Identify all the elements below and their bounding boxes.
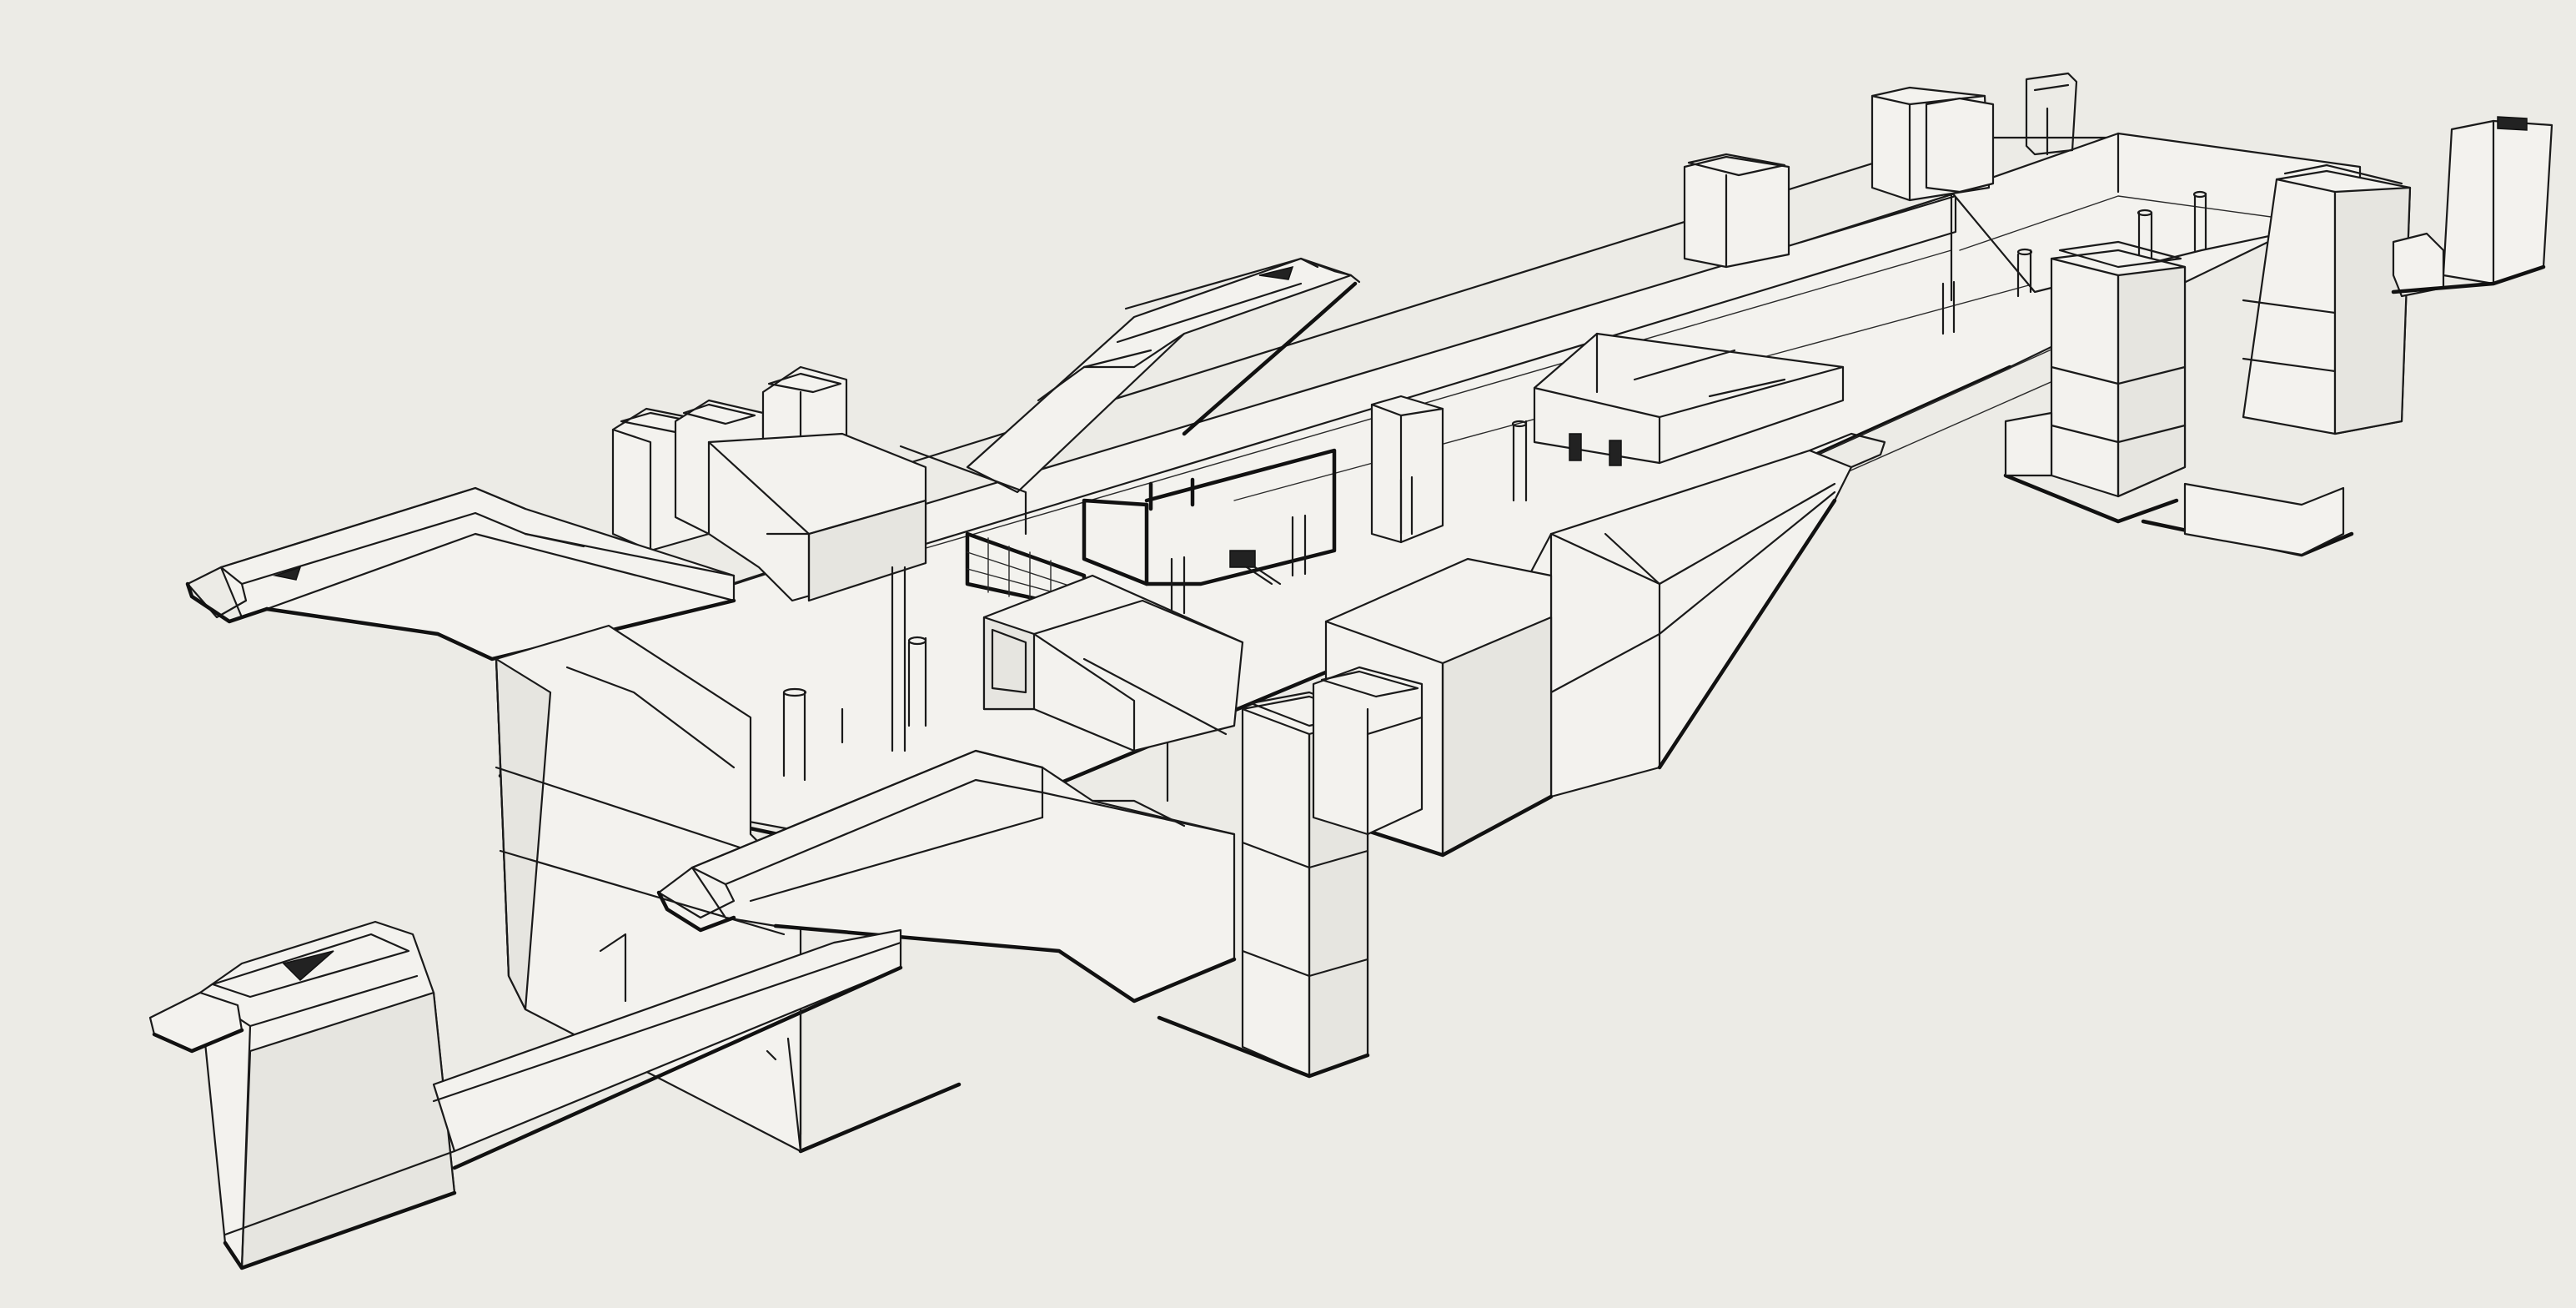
north-escalator [966, 257, 1361, 494]
east-ventilation-towers [2003, 116, 2553, 557]
south-passage [432, 928, 903, 1170]
central-vent-tower [1157, 666, 1424, 1079]
north-towers [1683, 72, 2078, 269]
south-escalator [656, 749, 1237, 1004]
central-shaft [1370, 395, 1444, 544]
mid-bridge [982, 574, 1244, 752]
central-rooms [1511, 332, 1845, 502]
platform-columns [891, 566, 1169, 802]
west-connector [707, 432, 1027, 602]
south-entrance [148, 920, 457, 1270]
partition-panels [965, 448, 1337, 615]
